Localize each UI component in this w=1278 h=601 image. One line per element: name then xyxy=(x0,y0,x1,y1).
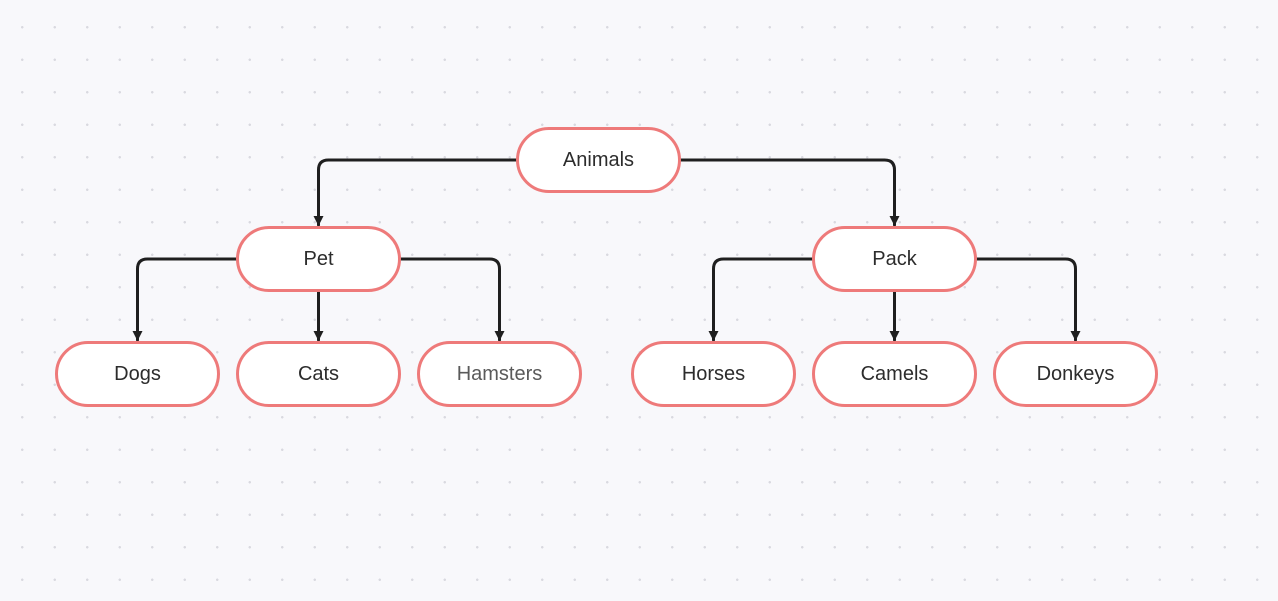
node-pet[interactable]: Pet xyxy=(236,226,401,292)
node-pack[interactable]: Pack xyxy=(812,226,977,292)
node-hamsters[interactable]: Hamsters xyxy=(417,341,582,407)
node-label: Hamsters xyxy=(456,362,543,385)
node-camels[interactable]: Camels xyxy=(812,341,977,407)
node-donkeys[interactable]: Donkeys xyxy=(993,341,1158,407)
node-label: Pack xyxy=(872,247,917,270)
node-animals[interactable]: Animals xyxy=(516,127,681,193)
node-label: Pet xyxy=(303,247,334,270)
node-label: Camels xyxy=(860,362,929,385)
edge-animals-pet xyxy=(313,158,518,227)
node-cats[interactable]: Cats xyxy=(236,341,401,407)
node-label: Cats xyxy=(297,362,340,385)
edge-pack-horses xyxy=(708,257,814,342)
node-horses[interactable]: Horses xyxy=(631,341,796,407)
node-label: Donkeys xyxy=(1036,362,1115,385)
node-label: Animals xyxy=(562,148,635,171)
edge-pet-dogs xyxy=(132,257,238,342)
node-label: Dogs xyxy=(114,362,161,385)
node-dogs[interactable]: Dogs xyxy=(55,341,220,407)
node-label: Horses xyxy=(681,362,746,385)
edge-animals-pack xyxy=(679,158,900,227)
edge-pack-donkeys xyxy=(975,257,1081,342)
edge-pet-hamsters xyxy=(399,257,505,342)
